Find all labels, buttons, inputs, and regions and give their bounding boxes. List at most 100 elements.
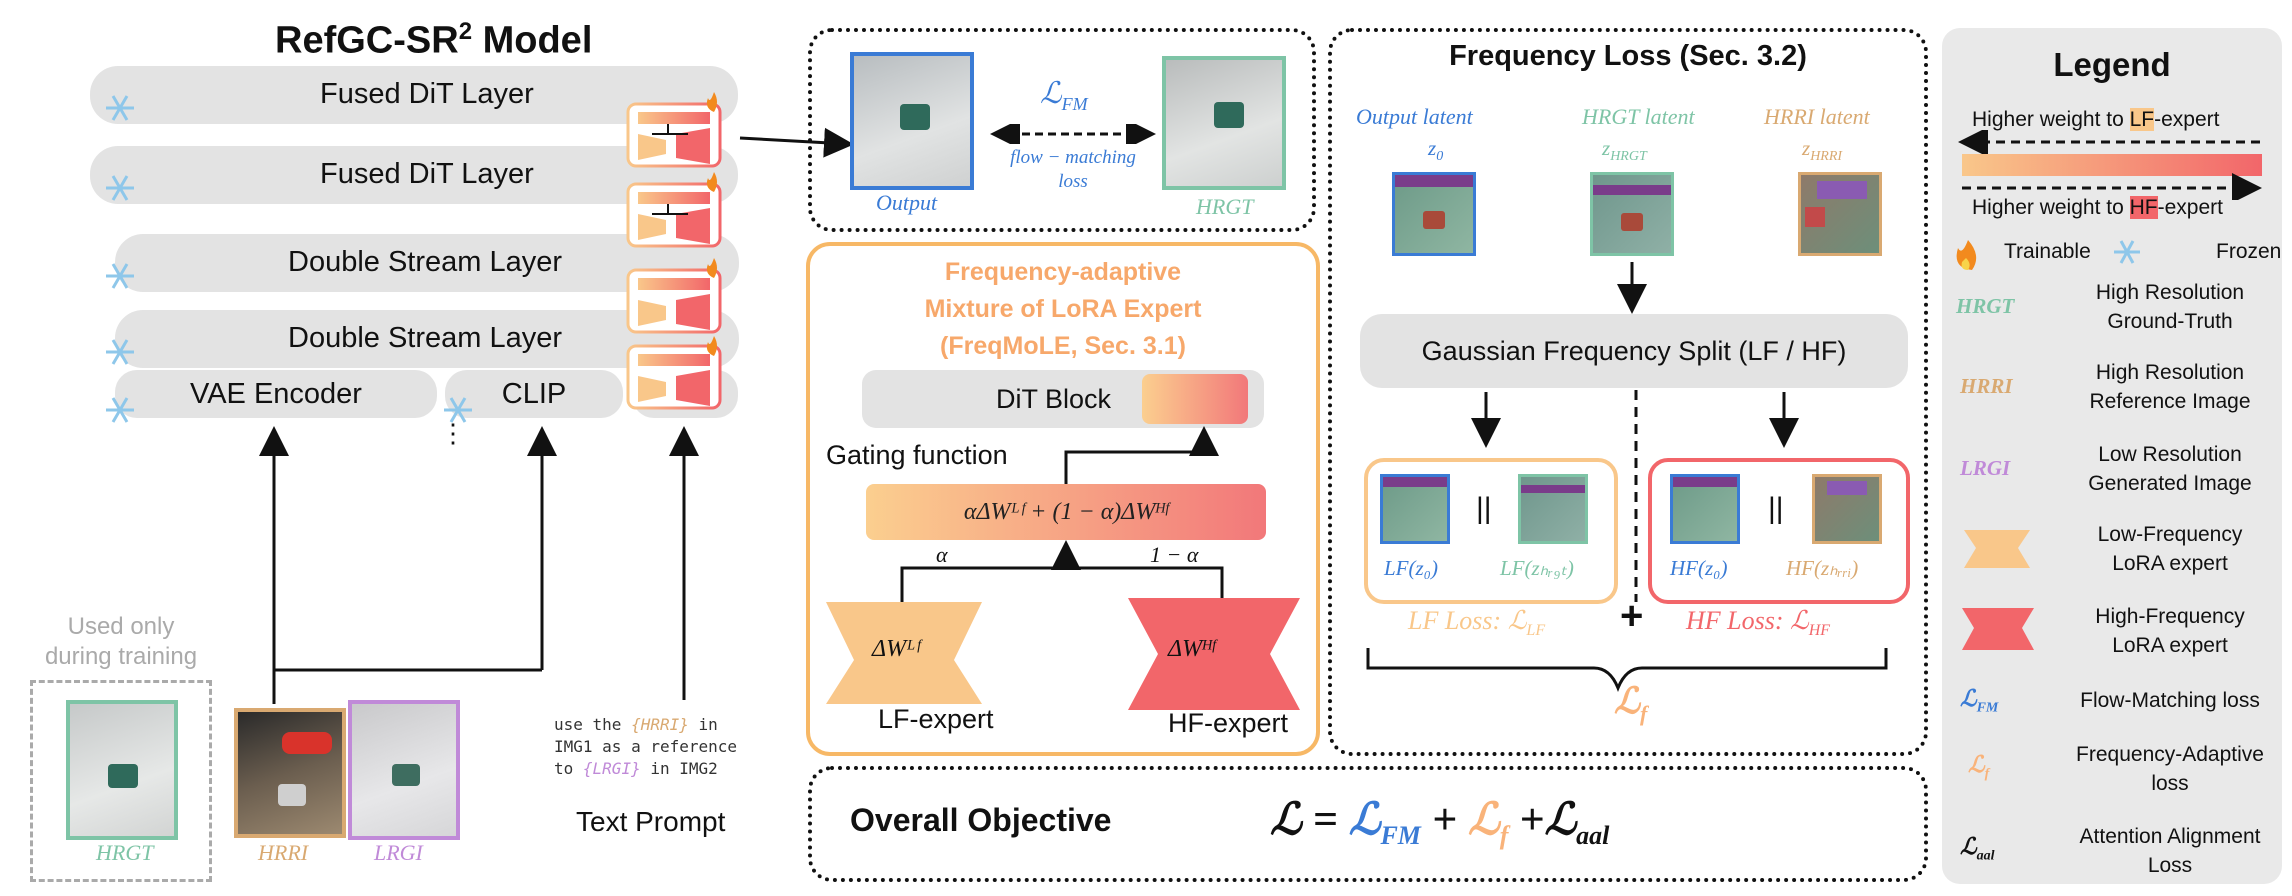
lf-lora-legend-icon [1964,530,2030,568]
flow-hrgt-caption: HRGT [1196,194,1254,219]
lf-loss-label: LF Loss: ℒLF [1408,606,1545,640]
flow-double-arrow [990,124,1156,144]
hrgt-latent-image [1590,172,1674,256]
objective-fm: ℒ [1348,795,1381,844]
objective-aal: ℒ [1544,795,1577,844]
hf-lora-legend-icon [1962,608,2034,650]
legend-lf-weight-post: -expert [2154,108,2220,131]
hf-zhrri-image [1812,474,1882,544]
lf-expert-icon [826,602,982,704]
hf-loss-text: HF Loss: ℒ [1686,606,1809,635]
overall-objective-box [808,766,1928,882]
gating-formula-box: αΔWᴸᶠ + (1 − α)ΔWᴴᶠ [866,484,1266,540]
freqmole-title-line3: (FreqMoLE, Sec. 3.1) [940,332,1186,360]
objective-aal-sub: aal [1576,820,1610,850]
hrgt-latent-sym: zHRGT [1602,136,1647,165]
objective-fm-sub: FM [1380,820,1421,850]
legend-hf-weight: Higher weight to HF-expert [1972,196,2223,220]
training-only-box [30,680,212,882]
legend-hf-weight-tag: HF [2129,196,2158,219]
output-latent-sym: z0 [1428,136,1443,165]
hrgt-caption: HRGT [96,840,154,865]
model-title-main: RefGC-SR [275,19,459,62]
objective-f-sub: f [1499,820,1509,850]
hrri-latent-label: HRRI latent [1764,104,1870,129]
flow-matching-box [808,28,1316,232]
flow-desc: flow − matching loss [988,146,1158,194]
prompt-line1-pre: use the [554,715,632,734]
legend-desc-f: Frequency-Adaptive loss [2076,743,2264,795]
loss-plus: + [1620,594,1644,638]
layer-label-2: Fused DiT Layer [320,158,534,190]
legend-key-f: ℒf [1968,752,1990,782]
fire-icon [706,92,717,356]
lf-z0-label: LF(z₀) [1384,556,1438,580]
lf-weight-label: ΔWᴸᶠ [872,636,920,662]
hrgt-latent-label: HRGT latent [1582,104,1695,129]
legend-lf-weight: Higher weight to LF-expert [1972,108,2219,132]
output-latent-image [1392,172,1476,256]
overall-objective-label: Overall Objective [850,802,1112,838]
freq-loss-graphics [1366,262,1888,693]
legend-weight-graphics [1958,130,2262,200]
legend-desc-hrri: High Resolution Reference Image [2089,361,2251,413]
freqmole-title: Frequency-adaptive Mixture of LoRA Exper… [806,254,1320,365]
dots-3: ⋮ [440,418,466,448]
snowflake-icon [2114,240,2140,264]
prompt-lrgi-tag: {LRGI} [582,759,641,778]
model-title-sup: 2 [458,18,473,45]
output-caption: Output [876,190,938,215]
legend-desc-lrgi: Low Resolution Generated Image [2088,443,2252,495]
frequency-loss-box [1328,28,1928,756]
lrgi-caption: LRGI [374,840,423,865]
alpha-label: α [936,542,948,567]
training-note: Used only during training [44,613,198,670]
model-title-suffix: Model [472,19,593,62]
freqmole-title-line1: Frequency-adaptive [944,258,1182,286]
gaussian-split: Gaussian Frequency Split (LF / HF) [1360,314,1908,388]
hrri-latent-sym: zHRRI [1802,136,1842,165]
clip-encoder-label: CLIP [501,377,567,410]
lf-zhrgt-image [1518,474,1588,544]
prompt-hrri-tag: {HRRI} [631,715,689,734]
legend-title: Legend [2053,46,2171,83]
dit-block-adapter [1142,374,1248,424]
fire-icon [1956,240,1977,270]
hrgt-latent-sub: HRGT [1610,149,1647,165]
hf-parallel: || [1768,492,1784,525]
objective-f: ℒ [1468,795,1500,844]
lora-icon [626,102,722,410]
legend-desc-lf-lora: Low-Frequency LoRA expert [2097,523,2243,575]
legend-lf-weight-tag: LF [2129,108,2155,131]
lrgi-image [348,700,460,840]
objective-formula: ℒ = ℒFM + ℒf +ℒaal [1270,794,1609,851]
legend-trainable: Trainable [2004,240,2091,263]
clip-encoder: CLIP [445,370,623,418]
dit-block-label: DiT Block [996,384,1112,414]
hf-weight-label: ΔWᴴᶠ [1168,636,1215,662]
legend-key-hrri: HRRI [1960,374,2013,398]
lf-group-box [1364,458,1618,604]
hf-expert-icon [1128,598,1300,710]
freqmole-graphics [826,426,1300,710]
lf-loss-sub: LF [1526,622,1546,640]
legend-desc-hf-lora: High-Frequency LoRA expert [2095,605,2245,657]
hf-z0-image [1670,474,1740,544]
hrri-latent-z: z [1802,136,1811,160]
legend-key-lrgi: LRGI [1960,456,2011,480]
flow-loss-sub: FM [1061,94,1088,114]
prompt-line3-post: in IMG2 [640,759,718,778]
objective-plus1: + [1420,795,1469,844]
vae-encoder-label: VAE Encoder [190,377,362,410]
text-prompt: use the {HRRI} in IMG1 as a reference to… [554,714,737,780]
objective-plus2: + [1508,795,1545,844]
layer-label-1: Fused DiT Layer [320,78,534,110]
legend-desc-fm: Flow-Matching loss [2080,689,2260,712]
lf-parallel: || [1476,492,1492,525]
legend-desc-aal: Attention Alignment Loss [2079,825,2261,877]
hrri-caption: HRRI [258,840,309,865]
hf-z0-label: HF(z₀) [1670,556,1728,580]
snowflake-icon [106,95,472,423]
